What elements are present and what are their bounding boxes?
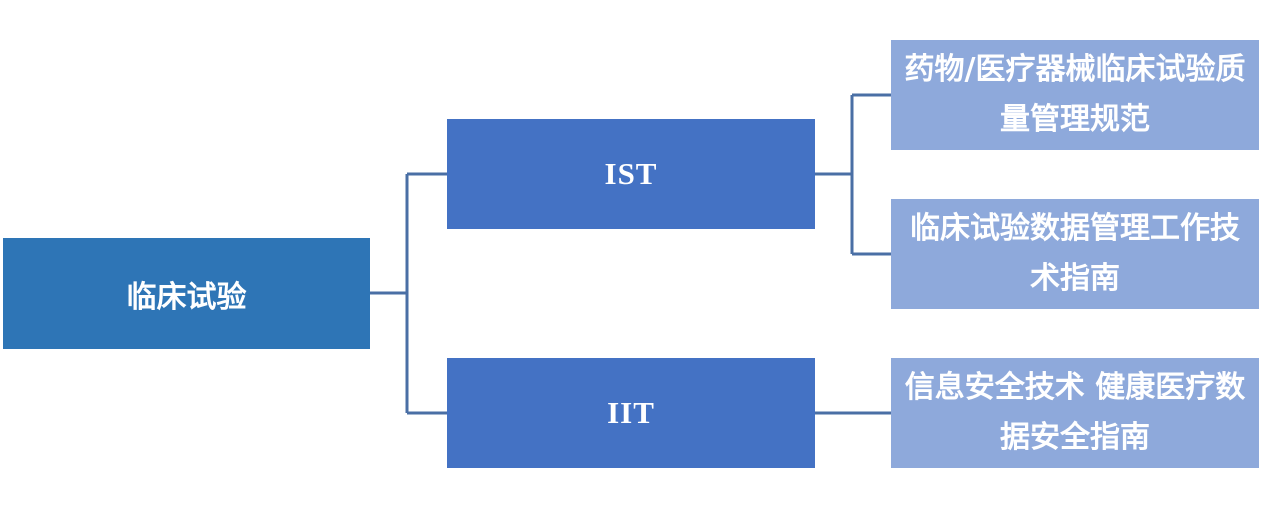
branch-node-iit-label: IIT	[607, 395, 655, 430]
connector-ist-leaves	[815, 93, 891, 256]
leaf-node-data-management: 临床试验数据管理工作技术指南	[891, 199, 1259, 309]
leaf-node-data-security: 信息安全技术 健康医疗数据安全指南	[891, 358, 1259, 468]
leaf-node-data-management-label: 临床试验数据管理工作技术指南	[910, 211, 1240, 296]
branch-node-iit: IIT	[447, 358, 815, 468]
root-node: 临床试验	[3, 238, 370, 349]
leaf-node-data-security-label: 信息安全技术 健康医疗数据安全指南	[904, 370, 1246, 455]
leaf-node-gcp: 药物/医疗器械临床试验质量管理规范	[891, 40, 1259, 150]
root-node-label: 临床试验	[126, 279, 247, 315]
leaf-node-gcp-label: 药物/医疗器械临床试验质量管理规范	[904, 52, 1246, 137]
branch-node-ist: IST	[447, 119, 815, 229]
connector-root-branches	[370, 172, 447, 415]
branch-node-ist-label: IST	[604, 156, 658, 191]
